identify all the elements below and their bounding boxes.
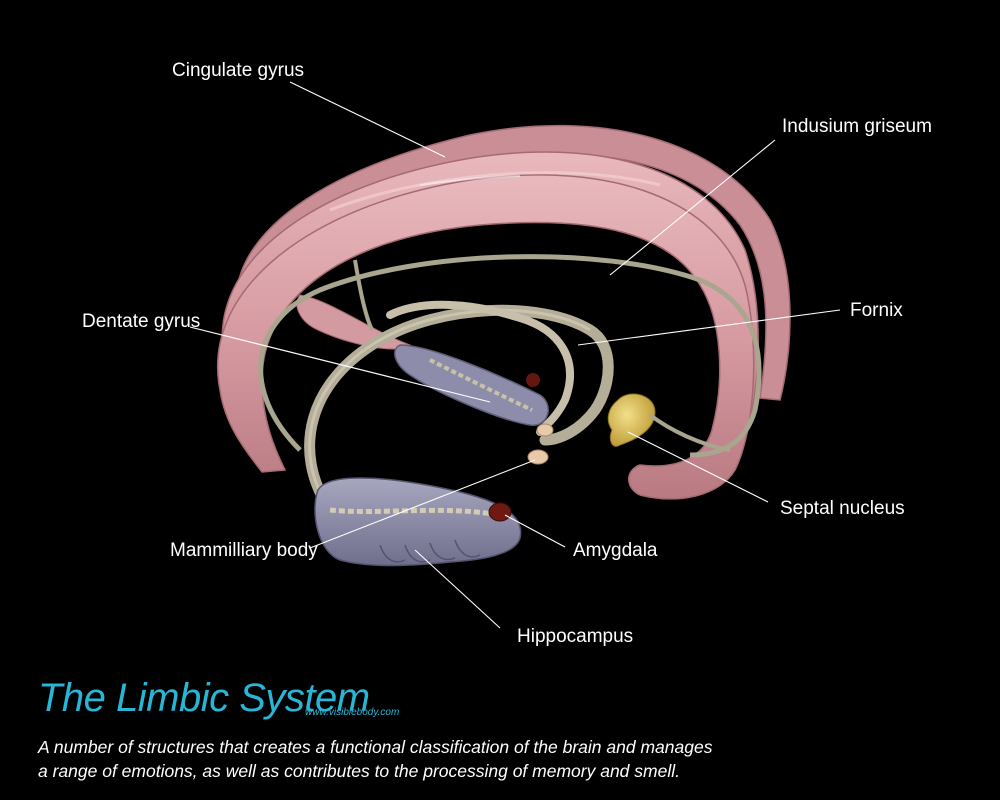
indusium-griseum-leader xyxy=(609,139,776,276)
mammillary-body-leader xyxy=(309,459,536,549)
label-mammillary-body: Mammilliary body xyxy=(170,540,318,561)
septal-nucleus-shape xyxy=(607,393,731,452)
label-fornix: Fornix xyxy=(850,300,903,321)
hippocampus-shape xyxy=(314,477,522,567)
septal-nucleus-leader xyxy=(627,431,769,503)
label-septal-nucleus: Septal nucleus xyxy=(780,498,905,519)
cingulate-gyrus-shape xyxy=(217,124,791,500)
hippocampus-leader xyxy=(414,549,501,629)
website-credit: www.visiblebody.com xyxy=(305,707,400,718)
amygdala-shape xyxy=(488,373,540,522)
dentate-gyrus-leader xyxy=(189,326,491,403)
indusium-griseum-shape xyxy=(258,254,762,458)
amygdala-leader xyxy=(504,514,566,548)
dentate-gyrus-shape xyxy=(394,344,549,426)
label-amygdala: Amygdala xyxy=(573,540,658,561)
description-line-2: a range of emotions, as well as contribu… xyxy=(38,761,680,781)
cingulate-gyrus-leader xyxy=(289,81,446,158)
label-dentate-gyrus: Dentate gyrus xyxy=(82,311,200,332)
label-indusium-griseum: Indusium griseum xyxy=(782,116,932,137)
description-line-1: A number of structures that creates a fu… xyxy=(38,737,713,757)
fornix-leader xyxy=(577,309,841,346)
page-title: The Limbic System xyxy=(38,676,370,720)
label-cingulate-gyrus: Cingulate gyrus xyxy=(172,60,304,81)
label-hippocampus: Hippocampus xyxy=(517,626,633,647)
fornix-shape xyxy=(304,300,614,516)
description: A number of structures that creates a fu… xyxy=(38,735,718,783)
